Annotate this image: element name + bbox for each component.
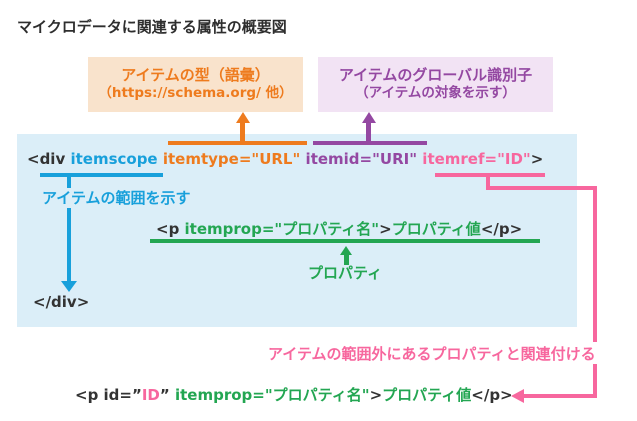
itemref-connector-top — [486, 186, 597, 190]
item-type-box: アイテムの型（語彙） （https://schema.org/ 他） — [88, 57, 303, 112]
itemref-arrow-icon — [511, 389, 524, 403]
div-open-code: <div itemscope itemtype="URL" itemid="UR… — [27, 150, 544, 168]
item-type-arrow-icon — [236, 112, 250, 123]
item-type-box-line2: （https://schema.org/ 他） — [98, 85, 293, 102]
itemref-connector-right-lower — [593, 364, 597, 398]
itemscope-underline — [40, 173, 163, 177]
itemprop-arrow-stem — [344, 254, 349, 265]
item-id-box: アイテムのグローバル識別子 （アイテムの対象を示す） — [318, 57, 553, 112]
itemprop-code: <p itemprop="プロパティ名">プロパティ値</p> — [156, 220, 523, 238]
itemprop-underline — [150, 239, 540, 243]
itemscope-scope-line-top — [67, 173, 71, 188]
item-id-box-line1: アイテムのグローバル識別子 — [338, 65, 533, 84]
item-id-arrow-icon — [362, 112, 376, 123]
itemref-connector-stub — [486, 173, 490, 190]
item-id-box-line2: （アイテムの対象を示す） — [355, 85, 516, 102]
itemprop-arrow-icon — [340, 246, 352, 255]
itemscope-arrow-icon — [61, 281, 77, 292]
external-p-code: <p id=”ID” itemprop="プロパティ名">プロパティ値</p> — [75, 386, 513, 404]
itemscope-scope-line — [67, 208, 71, 283]
diagram-title: マイクロデータに関連する属性の概要図 — [17, 18, 287, 36]
itemref-connector-right-upper — [593, 186, 597, 342]
itemref-note: アイテムの範囲外にあるプロパティと関連付ける — [268, 345, 596, 363]
itemprop-note: プロパティ — [308, 264, 383, 282]
div-close-code: </div> — [33, 293, 90, 311]
itemscope-note: アイテムの範囲を示す — [42, 189, 191, 207]
itemid-overline — [313, 141, 427, 145]
item-scope-panel — [17, 134, 577, 327]
itemref-connector-bottom — [523, 394, 597, 398]
item-type-arrow-stem — [240, 121, 245, 144]
itemtype-overline — [168, 141, 307, 145]
item-id-arrow-stem — [366, 121, 371, 144]
itemref-underline — [435, 173, 545, 177]
item-type-box-line1: アイテムの型（語彙） — [121, 65, 270, 84]
